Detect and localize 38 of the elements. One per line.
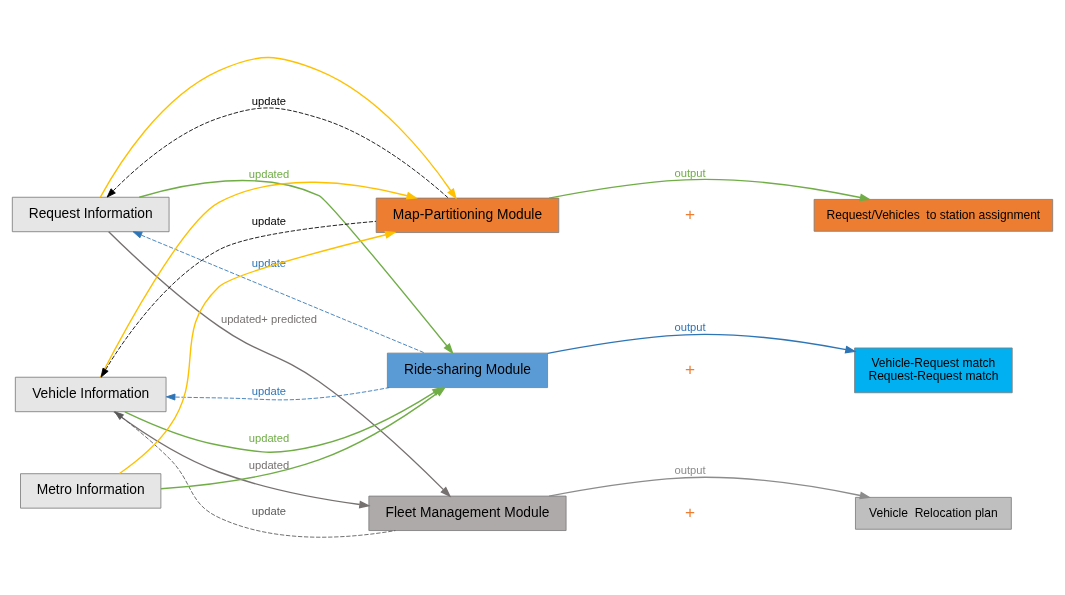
node-box: Vehicle-Request match Request-Request match bbox=[854, 347, 1013, 394]
node-box: Vehicle Relocation plan bbox=[855, 496, 1012, 530]
arrow bbox=[114, 411, 396, 538]
edge-label: update bbox=[251, 504, 287, 517]
node-box: Ride-sharing Module bbox=[386, 352, 548, 388]
arrow bbox=[132, 231, 426, 354]
edge-label: output bbox=[674, 166, 706, 179]
edge-label: output bbox=[674, 464, 706, 477]
arrow bbox=[99, 181, 418, 378]
edge-label: updated bbox=[248, 432, 290, 445]
edge-label: update bbox=[251, 95, 287, 108]
edge-label: updated bbox=[248, 167, 290, 180]
edge-label: update bbox=[251, 215, 287, 228]
node-box: Request/Vehicles to station assignment bbox=[813, 199, 1054, 232]
edge-label: updated+ predicted bbox=[220, 313, 318, 326]
label: + bbox=[685, 501, 696, 522]
node-box: Metro Information bbox=[20, 473, 162, 509]
arrow bbox=[118, 231, 397, 475]
edge-label: update bbox=[251, 256, 287, 269]
arrow bbox=[113, 411, 371, 509]
node-box: Request Information bbox=[11, 196, 170, 233]
arrow bbox=[106, 107, 449, 199]
arrow bbox=[138, 179, 454, 355]
arrow bbox=[546, 333, 857, 355]
arrow bbox=[548, 178, 872, 202]
arrow bbox=[108, 231, 452, 498]
arrow bbox=[165, 387, 390, 401]
arrow bbox=[100, 220, 377, 378]
node-box: Vehicle Information bbox=[14, 376, 167, 413]
edge-label: updated bbox=[248, 458, 290, 471]
edge-label: update bbox=[251, 384, 287, 397]
arrow bbox=[548, 476, 872, 500]
node-box: Map-Partitioning Module bbox=[375, 197, 560, 233]
edge-label: output bbox=[674, 321, 706, 334]
label: + bbox=[685, 358, 696, 379]
arrow bbox=[99, 56, 457, 200]
node-box: Fleet Management Module bbox=[368, 495, 567, 531]
label: + bbox=[685, 203, 696, 224]
